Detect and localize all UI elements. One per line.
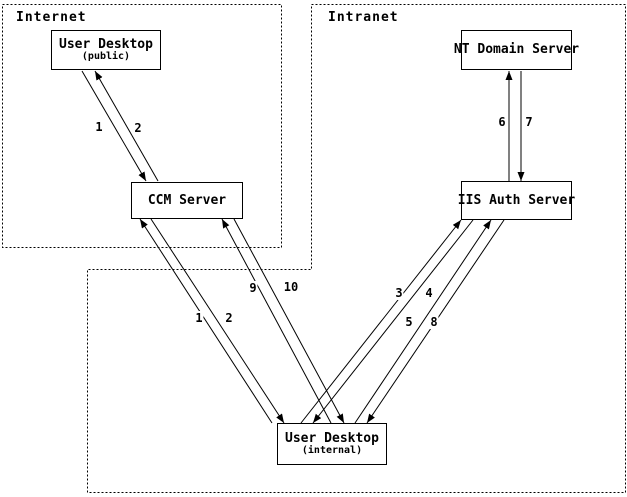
node-iis-auth-server: IIS Auth Server <box>457 181 576 220</box>
arrow-9-internal-to-ccm <box>221 218 332 424</box>
node-title: NT Domain Server <box>453 42 580 58</box>
node-subtitle: (public) <box>81 50 131 62</box>
flow-label-5: 5 <box>404 315 414 329</box>
node-subtitle: (internal) <box>301 444 363 456</box>
node-title: User Desktop <box>59 36 153 52</box>
flow-label-1-public: 1 <box>94 120 104 134</box>
intranet-region-label: Intranet <box>328 10 399 25</box>
flow-label-9: 9 <box>248 281 258 295</box>
flow-label-10: 10 <box>282 280 300 294</box>
node-user-desktop-internal: User Desktop (internal) <box>277 423 387 465</box>
arrow-5-internal-to-iis <box>354 219 492 424</box>
flow-label-8: 8 <box>429 315 439 329</box>
node-user-desktop-public: User Desktop (public) <box>51 30 161 70</box>
flow-label-6: 6 <box>497 115 507 129</box>
arrow-3-internal-to-iis <box>300 219 462 424</box>
arrow-1-public-to-ccm <box>81 70 147 182</box>
arrow-4-iis-to-internal <box>312 219 474 424</box>
arrow-2-ccm-to-public <box>94 70 159 182</box>
arrow-10-ccm-to-internal <box>233 218 345 424</box>
flow-label-4: 4 <box>424 286 434 300</box>
flow-label-2-internal: 2 <box>224 311 234 325</box>
node-ccm-server: CCM Server <box>131 182 243 219</box>
node-title: IIS Auth Server <box>457 192 576 208</box>
flow-label-7: 7 <box>524 115 534 129</box>
flow-label-3: 3 <box>394 286 404 300</box>
arrow-1-internal-to-ccm <box>139 218 273 424</box>
node-title: User Desktop <box>285 430 379 446</box>
internet-region-outline <box>2 4 282 248</box>
arrow-2-ccm-to-internal <box>150 218 285 424</box>
node-nt-domain-server: NT Domain Server <box>454 30 579 70</box>
node-title: CCM Server <box>147 192 227 208</box>
internet-region-label: Internet <box>16 10 87 25</box>
flow-label-2-public: 2 <box>133 121 143 135</box>
flow-label-1-internal: 1 <box>194 311 204 325</box>
intranet-region-outline <box>87 4 626 493</box>
